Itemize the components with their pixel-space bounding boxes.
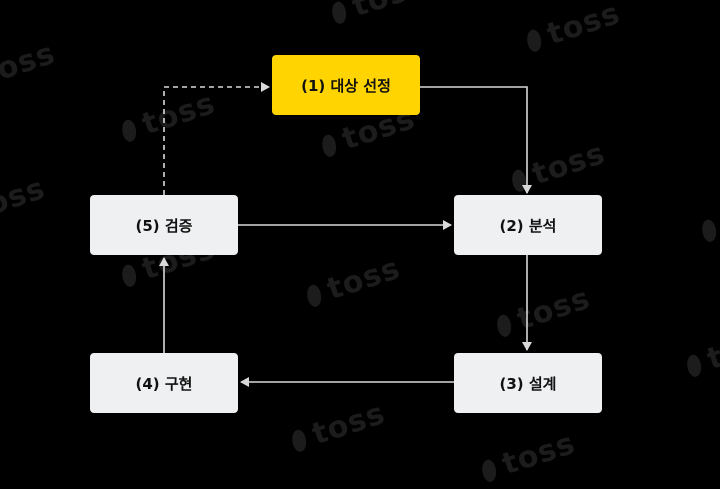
node-verification: (5) 검증 bbox=[90, 195, 238, 255]
edge-1-to-2 bbox=[420, 86, 532, 194]
edges-layer bbox=[159, 82, 532, 387]
node-implementation: (4) 구현 bbox=[90, 353, 238, 413]
node-analysis: (2) 분석 bbox=[454, 195, 602, 255]
node-label: (1) 대상 선정 bbox=[301, 76, 391, 95]
node-label: (3) 설계 bbox=[499, 374, 557, 393]
node-label: (2) 분석 bbox=[499, 216, 557, 235]
node-label: (5) 검증 bbox=[135, 216, 193, 235]
node-design: (3) 설계 bbox=[454, 353, 602, 413]
node-label: (4) 구현 bbox=[135, 374, 193, 393]
edge-5-to-1-dashed bbox=[163, 82, 270, 195]
node-target-selection: (1) 대상 선정 bbox=[272, 55, 420, 115]
